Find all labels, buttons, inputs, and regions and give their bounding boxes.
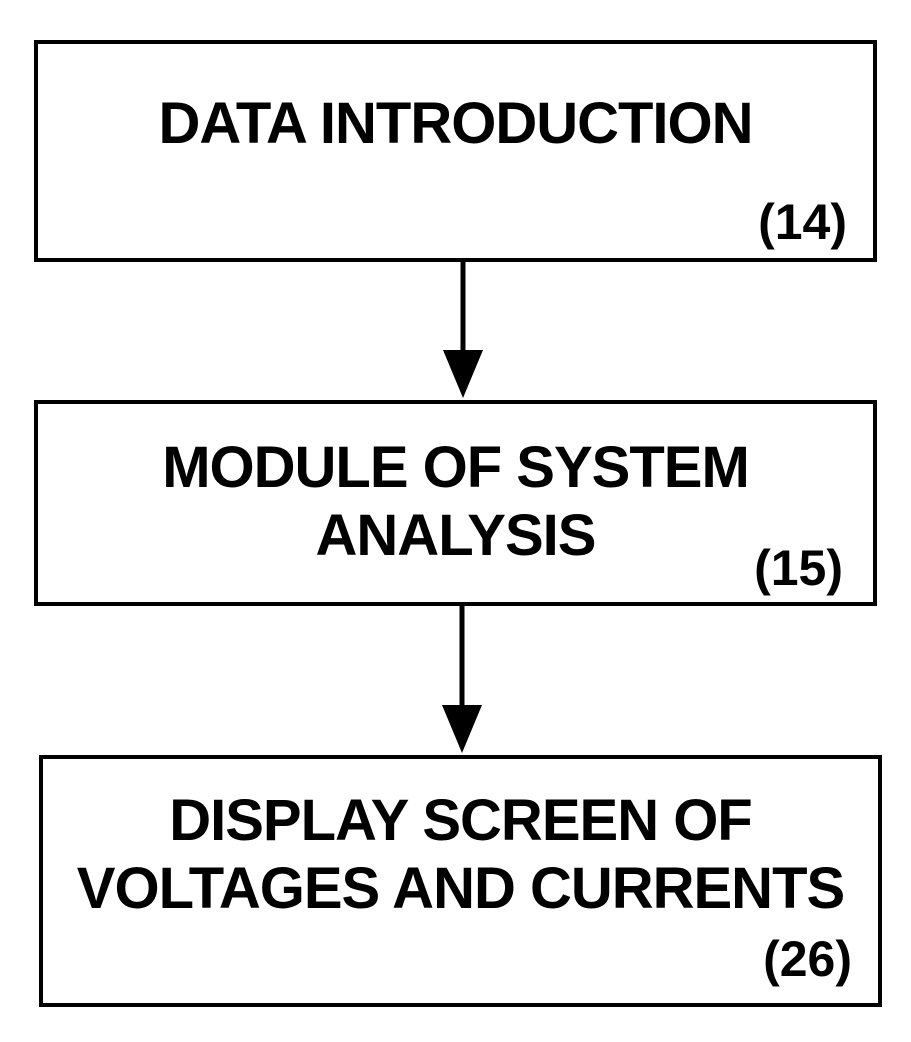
arrowhead-icon xyxy=(442,705,482,753)
node-reference-number: (14) xyxy=(758,194,847,250)
node-label-line: DISPLAY SCREEN OF xyxy=(169,788,752,853)
node-label-line: VOLTAGES AND CURRENTS xyxy=(76,856,845,921)
node-reference-number: (26) xyxy=(763,931,852,987)
node-label-line: DATA INTRODUCTION xyxy=(158,91,753,156)
arrowhead-icon xyxy=(443,350,483,398)
node-label: MODULE OF SYSTEM ANALYSIS xyxy=(38,434,873,570)
node-label: DATA INTRODUCTION xyxy=(38,90,873,158)
node-label-line: MODULE OF SYSTEM xyxy=(162,435,750,500)
node-data-introduction: DATA INTRODUCTION (14) xyxy=(34,40,877,262)
arrow-module-to-display-screen xyxy=(442,606,482,753)
node-reference-number: (15) xyxy=(754,540,843,596)
node-label: DISPLAY SCREEN OF VOLTAGES AND CURRENTS xyxy=(43,787,878,923)
node-display-screen: DISPLAY SCREEN OF VOLTAGES AND CURRENTS … xyxy=(39,755,882,1007)
arrow-data-introduction-to-module xyxy=(443,262,483,398)
node-module-of-system-analysis: MODULE OF SYSTEM ANALYSIS (15) xyxy=(34,400,877,606)
node-label-line: ANALYSIS xyxy=(315,503,597,568)
